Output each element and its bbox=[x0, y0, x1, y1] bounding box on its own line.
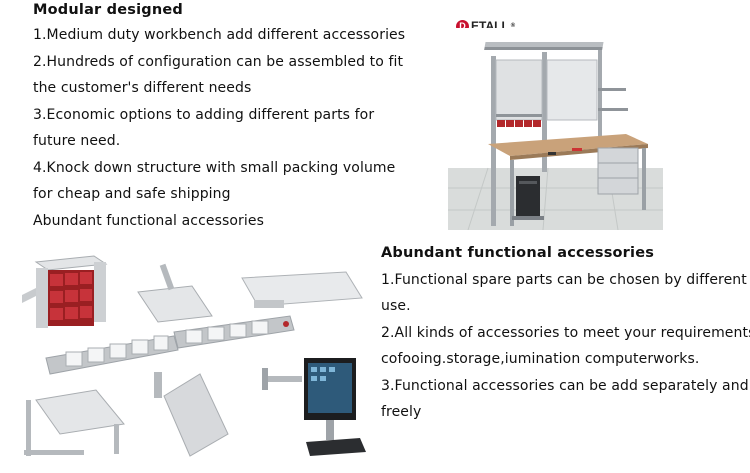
computer-tower bbox=[512, 176, 544, 220]
red-bins bbox=[497, 120, 541, 127]
outlet-strips bbox=[45, 315, 295, 375]
text-line: 1.Medium duty workbench add different ac… bbox=[33, 27, 406, 43]
text-line: 3.Functional accessories can be add sepa… bbox=[381, 378, 749, 394]
text-line: 2.Hundreds of configuration can be assem… bbox=[33, 54, 404, 70]
text-line: freely bbox=[381, 404, 422, 420]
text-line: Abundant functional accessories bbox=[33, 213, 264, 229]
text-line: cofooing.storage,iumination computerwork… bbox=[381, 351, 700, 367]
bin-rack bbox=[22, 255, 108, 328]
text-line: for cheap and safe shipping bbox=[33, 186, 231, 202]
monitor-arm bbox=[262, 358, 366, 456]
text-line: use. bbox=[381, 298, 411, 314]
text-line: future need. bbox=[33, 133, 121, 149]
lamp-bar bbox=[484, 42, 604, 50]
registered-mark: ® bbox=[510, 23, 516, 29]
workbench-photo bbox=[448, 28, 663, 230]
text-line: the customer's different needs bbox=[33, 80, 252, 96]
text-line: 3.Economic options to adding different p… bbox=[33, 107, 375, 123]
section-heading-modular: Modular designed bbox=[33, 2, 183, 18]
accessories-photo bbox=[14, 250, 374, 465]
text-line: 1.Functional spare parts can be chosen b… bbox=[381, 272, 747, 288]
text-line: 2.All kinds of accessories to meet your … bbox=[381, 325, 750, 341]
section-heading-accessories: Abundant functional accessories bbox=[381, 245, 655, 261]
text-line: 4.Knock down structure with small packin… bbox=[33, 160, 396, 176]
